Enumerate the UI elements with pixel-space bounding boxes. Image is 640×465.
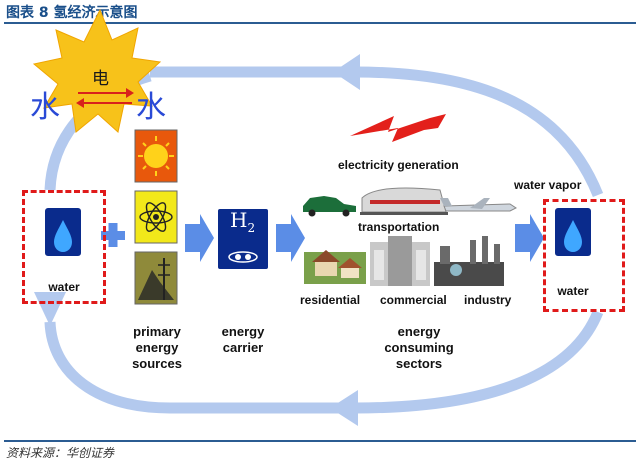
commercial-icon xyxy=(370,236,430,286)
electricity-generation-label: electricity generation xyxy=(338,158,459,172)
left-water-label: water xyxy=(48,280,80,294)
plus-icon xyxy=(101,223,125,247)
water-vapor-label: water vapor xyxy=(514,178,582,192)
cycle-arrowhead-left xyxy=(34,292,66,326)
flow-arrow-3 xyxy=(515,214,544,262)
title-rule xyxy=(4,22,636,24)
solar-energy-icon xyxy=(134,129,178,183)
cycle-arrowhead-bottom xyxy=(330,390,358,426)
transportation-label: transportation xyxy=(358,220,440,234)
cycle-arrowhead-top xyxy=(333,54,360,90)
residential-icon xyxy=(304,250,366,284)
left-water-drop-icon xyxy=(45,208,81,256)
cycle-loop xyxy=(34,54,604,426)
figure-title: 图表 8 氢经济示意图 xyxy=(6,5,138,21)
train-icon xyxy=(360,187,448,215)
electrolysis-arrows-icon xyxy=(76,88,134,108)
right-water-label: water xyxy=(557,284,589,298)
energy-consuming-sectors-label: energy consuming sectors xyxy=(384,324,454,371)
sun-center-char: 电 xyxy=(92,69,109,89)
h2-letter: H xyxy=(230,208,248,232)
lightning-bolt-icon xyxy=(350,114,446,142)
car-icon xyxy=(303,196,356,217)
fossil-energy-icon xyxy=(134,251,178,305)
nuclear-energy-icon xyxy=(134,190,178,244)
left-water-box xyxy=(22,190,106,304)
flow-arrow-1 xyxy=(185,214,214,262)
right-water-box xyxy=(543,199,625,312)
energy-carrier-label: energy carrier xyxy=(221,324,265,355)
industry-icon xyxy=(434,236,504,286)
sun-burst-icon xyxy=(32,8,162,133)
footer-rule xyxy=(4,440,636,442)
industry-label: industry xyxy=(464,293,512,307)
flow-arrow-2 xyxy=(276,214,305,262)
sun-right-char: 水 xyxy=(136,90,166,125)
source-note: 资料来源：华创证券 xyxy=(6,446,115,460)
right-water-drop-icon xyxy=(555,208,591,256)
residential-label: residential xyxy=(300,293,361,307)
primary-energy-label: primary energy sources xyxy=(132,324,182,371)
sun-left-char: 水 xyxy=(30,90,60,125)
hydrogen-carrier-icon xyxy=(218,209,268,269)
commercial-label: commercial xyxy=(380,293,447,307)
h2-subscript: 2 xyxy=(247,221,256,235)
airplane-icon xyxy=(440,198,517,212)
h2-symbol: H2 xyxy=(230,208,255,235)
